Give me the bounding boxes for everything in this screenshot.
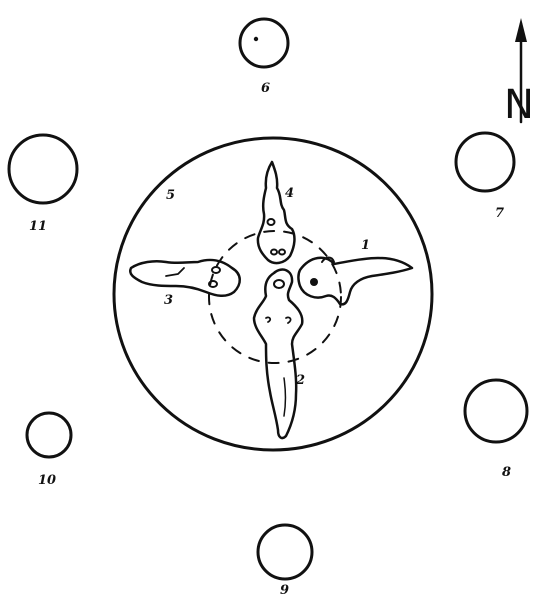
circle-6-dot bbox=[254, 37, 258, 41]
north-label: N bbox=[504, 82, 534, 128]
figure-2-eye bbox=[274, 280, 284, 288]
circle-10 bbox=[27, 413, 71, 457]
figure-4-outline bbox=[258, 162, 295, 263]
figure-4-mark-3 bbox=[279, 250, 285, 255]
figure-4 bbox=[258, 162, 295, 263]
figure-1-eye bbox=[310, 278, 318, 286]
circle-11 bbox=[9, 135, 77, 203]
circle-7 bbox=[456, 133, 514, 191]
figure-3-eye-1 bbox=[212, 267, 220, 273]
circle-8 bbox=[465, 380, 527, 442]
figure-4-mark-2 bbox=[271, 250, 277, 255]
label-8: 8 bbox=[502, 465, 511, 480]
figure-3 bbox=[130, 260, 240, 296]
figure-2-inner-line bbox=[284, 378, 286, 416]
label-4: 4 bbox=[285, 186, 294, 201]
label-3: 3 bbox=[164, 293, 173, 308]
label-6: 6 bbox=[261, 81, 270, 96]
north-arrow-head bbox=[515, 18, 527, 42]
figure-1 bbox=[299, 258, 413, 305]
figure-3-inner-mark bbox=[166, 268, 184, 276]
label-9: 9 bbox=[280, 583, 289, 596]
figure-3-outline bbox=[130, 260, 240, 296]
figure-2 bbox=[254, 270, 302, 438]
label-7: 7 bbox=[495, 206, 504, 221]
figure-2-outline bbox=[254, 270, 302, 438]
label-10: 10 bbox=[38, 473, 56, 488]
figure-4-mark-1 bbox=[268, 219, 275, 225]
figure-2-mark-right bbox=[286, 317, 291, 323]
figure-2-mark-left bbox=[266, 317, 270, 322]
circle-6 bbox=[240, 19, 288, 67]
label-11: 11 bbox=[29, 219, 47, 234]
circle-9 bbox=[258, 525, 312, 579]
label-2: 2 bbox=[295, 373, 305, 388]
label-1: 1 bbox=[361, 238, 370, 253]
label-5: 5 bbox=[166, 188, 175, 203]
